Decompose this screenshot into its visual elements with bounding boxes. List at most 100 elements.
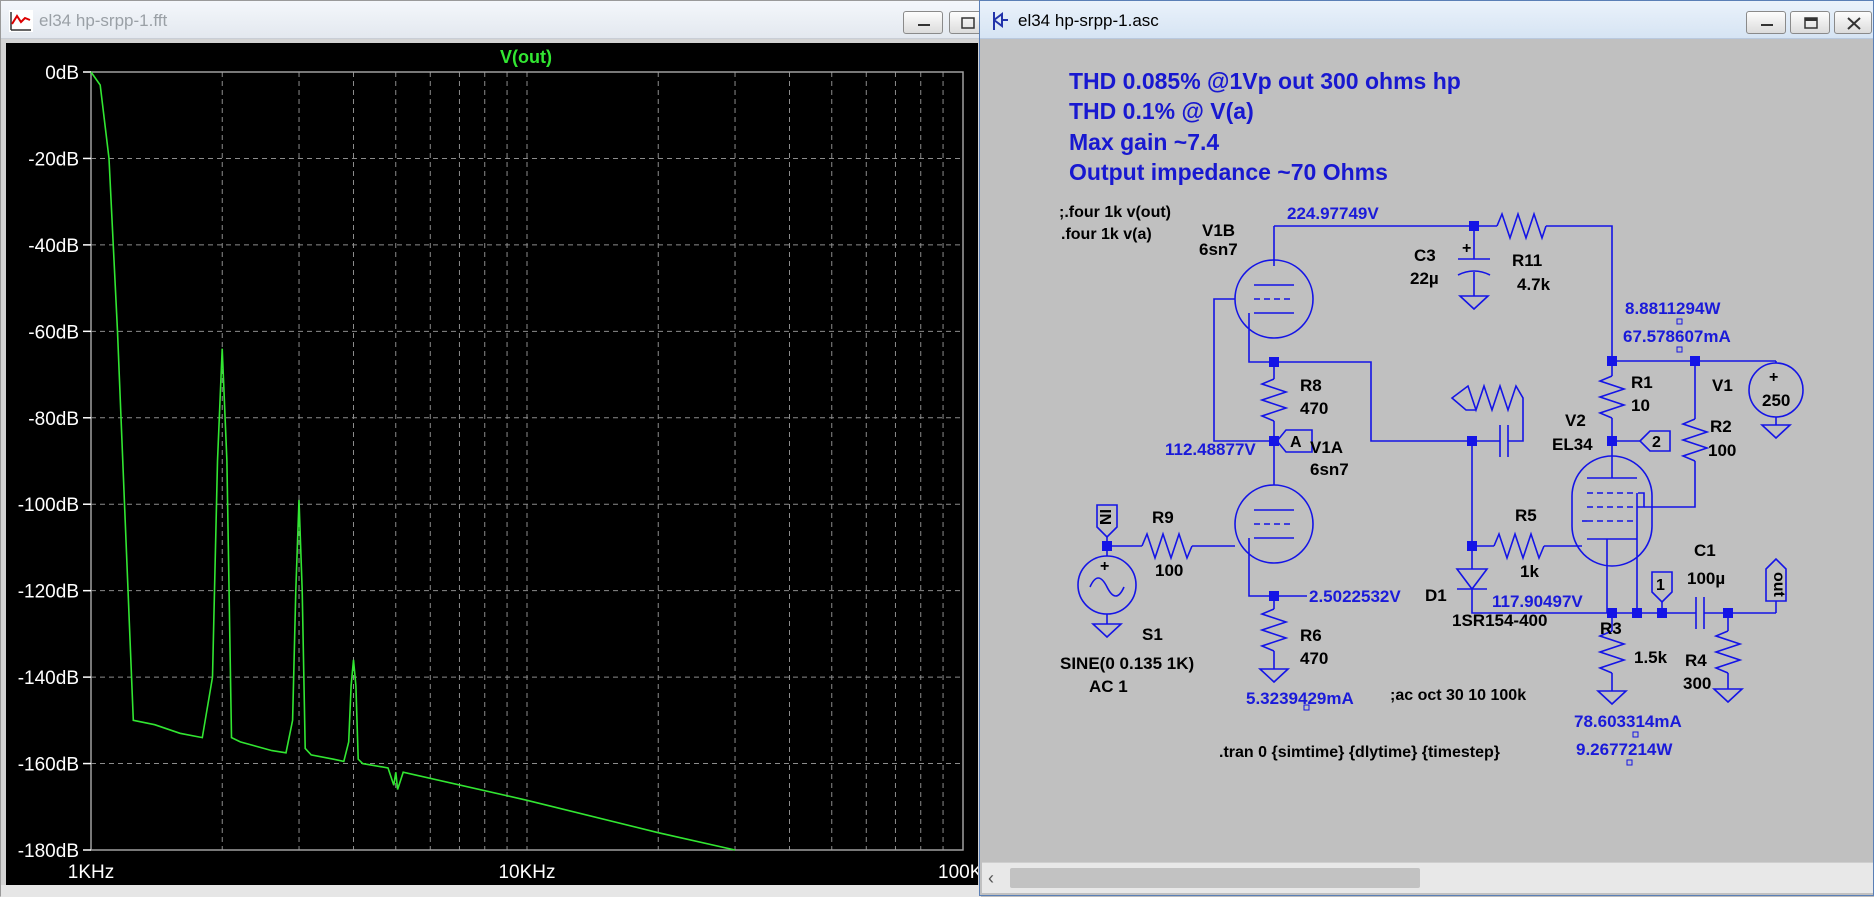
tube-v2[interactable] xyxy=(1571,455,1653,567)
wire-r2-bot[interactable] xyxy=(1672,461,1696,508)
r9-name[interactable]: R9 xyxy=(1152,508,1174,527)
directive-four-a[interactable]: .four 1k v(a) xyxy=(1061,226,1152,243)
c1-value[interactable]: 100µ xyxy=(1687,569,1725,588)
r3-name[interactable]: R3 xyxy=(1600,619,1622,638)
capacitor-c3-curve[interactable] xyxy=(1457,270,1491,276)
fft-titlebar[interactable]: el34 hp-srpp-1.fft xyxy=(1,1,983,39)
ground-icon xyxy=(1711,688,1745,704)
directive-ac[interactable]: ;ac oct 30 10 100k xyxy=(1390,687,1526,704)
resistor-r5[interactable] xyxy=(1493,531,1545,561)
wire-cap-right[interactable] xyxy=(1508,411,1524,442)
s1-name[interactable]: S1 xyxy=(1142,625,1163,644)
r3-value[interactable]: 1.5k xyxy=(1634,648,1668,667)
r5-value[interactable]: 1k xyxy=(1520,562,1539,581)
schematic-titlebar[interactable]: el34 hp-srpp-1.asc xyxy=(980,1,1873,39)
v2-name[interactable]: V2 xyxy=(1565,411,1586,430)
v1b-type[interactable]: 6sn7 xyxy=(1199,240,1238,259)
net-label-in[interactable] xyxy=(1096,504,1118,539)
s1-value[interactable]: SINE(0 0.135 1K) xyxy=(1060,654,1194,673)
reading-v-k1[interactable]: 2.5022532V xyxy=(1309,587,1401,606)
wire-cathode-to-cap[interactable] xyxy=(1274,361,1472,442)
restore-button[interactable] xyxy=(1790,11,1830,34)
resistor-r1[interactable] xyxy=(1597,375,1627,419)
schematic-canvas[interactable]: THD 0.085% @1Vp out 300 ohms hp THD 0.1%… xyxy=(982,41,1873,861)
reading-v-top[interactable]: 224.97749V xyxy=(1287,204,1379,223)
r1-value[interactable]: 10 xyxy=(1631,396,1650,415)
reading-i-r1[interactable]: 67.578607mA xyxy=(1623,327,1731,346)
net-label-a[interactable] xyxy=(1275,429,1313,453)
trace-label[interactable]: V(out) xyxy=(500,47,552,67)
y-tick-label: -60dB xyxy=(28,322,79,343)
reading-v-k2[interactable]: 117.90497V xyxy=(1492,592,1583,611)
resistor-r6[interactable] xyxy=(1259,608,1289,652)
v1a-name[interactable]: V1A xyxy=(1310,438,1343,457)
r5-name[interactable]: R5 xyxy=(1515,506,1537,525)
fft-plot[interactable]: 0dB-20dB-40dB-60dB-80dB-100dB-120dB-140d… xyxy=(6,43,978,885)
minimize-button[interactable] xyxy=(1746,11,1786,34)
reading-p-v2[interactable]: 9.2677214W xyxy=(1576,740,1673,759)
note-thd-out[interactable]: THD 0.085% @1Vp out 300 ohms hp xyxy=(1069,68,1461,94)
note-output-impedance[interactable]: Output impedance ~70 Ohms xyxy=(1069,159,1388,185)
resistor-r2[interactable] xyxy=(1680,418,1710,462)
minimize-icon xyxy=(1761,24,1773,26)
maximize-button[interactable] xyxy=(949,11,983,34)
wire-diode-bot[interactable] xyxy=(1471,589,1612,614)
diode-d1[interactable] xyxy=(1455,568,1489,591)
reading-p-r1[interactable]: 8.8811294W xyxy=(1625,299,1721,318)
v1a-type[interactable]: 6sn7 xyxy=(1310,460,1349,479)
directive-tran[interactable]: .tran 0 {simtime} {dlytime} {timestep} xyxy=(1219,744,1500,761)
r2-value[interactable]: 100 xyxy=(1708,441,1736,460)
scrollbar-thumb[interactable] xyxy=(1010,868,1420,888)
horizontal-scrollbar[interactable]: ‹ xyxy=(982,862,1873,893)
r6-name[interactable]: R6 xyxy=(1300,626,1322,645)
v2-type[interactable]: EL34 xyxy=(1552,435,1593,454)
net-label-1-text: 1 xyxy=(1656,577,1665,594)
r8-value[interactable]: 470 xyxy=(1300,399,1328,418)
resistor-r9[interactable] xyxy=(1141,531,1193,561)
note-max-gain[interactable]: Max gain ~7.4 xyxy=(1069,129,1219,155)
c3-name[interactable]: C3 xyxy=(1414,246,1436,265)
s1-ac[interactable]: AC 1 xyxy=(1089,677,1128,696)
c3-value[interactable]: 22µ xyxy=(1410,269,1439,288)
wire-v1a-cathode[interactable] xyxy=(1248,538,1274,597)
r1-name[interactable]: R1 xyxy=(1631,373,1653,392)
r11-value[interactable]: 4.7k xyxy=(1517,275,1551,294)
resistor-r11[interactable] xyxy=(1496,211,1547,241)
wire-v2-screen[interactable] xyxy=(1637,492,1645,508)
net-label-1[interactable] xyxy=(1651,571,1673,604)
tube-v1a[interactable] xyxy=(1234,484,1314,564)
r6-value[interactable]: 470 xyxy=(1300,649,1328,668)
resistor-r8[interactable] xyxy=(1259,378,1289,422)
net-label-2[interactable] xyxy=(1638,430,1671,452)
resistor-r4[interactable] xyxy=(1713,630,1743,674)
r2-name[interactable]: R2 xyxy=(1710,417,1732,436)
v1-value[interactable]: 250 xyxy=(1762,391,1790,410)
signal-source-stub[interactable] xyxy=(1450,383,1524,413)
reading-i-r3[interactable]: 78.603314mA xyxy=(1574,712,1682,731)
note-thd-a[interactable]: THD 0.1% @ V(a) xyxy=(1069,98,1254,124)
y-tick-label: -100dB xyxy=(18,495,79,516)
minimize-button[interactable] xyxy=(903,11,943,34)
d1-type[interactable]: 1SR154-400 xyxy=(1452,611,1547,630)
net-label-out[interactable] xyxy=(1765,557,1787,602)
ground-icon xyxy=(1457,295,1491,311)
scroll-left-icon[interactable]: ‹ xyxy=(988,868,994,888)
schematic-app-icon xyxy=(993,12,1008,30)
wire-v1b-grid[interactable] xyxy=(1213,298,1274,442)
r11-name[interactable]: R11 xyxy=(1512,251,1542,270)
r4-value[interactable]: 300 xyxy=(1683,674,1711,693)
v1b-name[interactable]: V1B xyxy=(1202,221,1235,240)
reading-i-r6[interactable]: 5.3239429mA xyxy=(1246,689,1354,708)
r9-value[interactable]: 100 xyxy=(1155,561,1183,580)
d1-name[interactable]: D1 xyxy=(1425,586,1447,605)
close-button[interactable] xyxy=(1834,11,1872,34)
directive-four-out[interactable]: ;.four 1k v(out) xyxy=(1059,204,1171,221)
r4-name[interactable]: R4 xyxy=(1685,651,1707,670)
v1-name[interactable]: V1 xyxy=(1712,376,1733,395)
resistor-r3[interactable] xyxy=(1597,630,1627,674)
wire-r11-right[interactable] xyxy=(1546,225,1613,361)
r8-name[interactable]: R8 xyxy=(1300,376,1322,395)
c1-name[interactable]: C1 xyxy=(1694,541,1716,560)
wire-v1b-cathode[interactable] xyxy=(1248,313,1274,363)
reading-v-a[interactable]: 112.48877V xyxy=(1165,440,1256,459)
